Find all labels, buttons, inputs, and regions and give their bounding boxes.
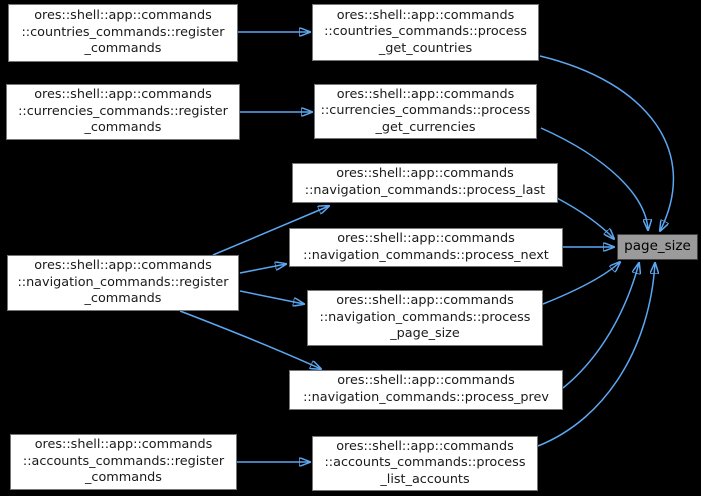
edge-nav-register-to-process-next [239,264,286,274]
edge-process-last-to-page-size [556,197,614,239]
node-navigation-register-commands[interactable]: ores::shell::app::commands ::navigation_… [7,255,239,311]
node-label-line: ores::shell::app::commands [337,373,515,389]
node-label-line: _commands [84,120,162,136]
node-currencies-process-get-currencies[interactable]: ores::shell::app::commands ::currencies_… [314,84,537,139]
edge-nav-register-to-process-prev [179,310,321,369]
node-label-line: ::currencies_commands::register [18,103,228,119]
node-accounts-register-commands[interactable]: ores::shell::app::commands ::accounts_co… [10,434,237,490]
node-label-line: ores::shell::app::commands [336,166,514,182]
edge-nav-register-to-process-page-size [239,290,304,304]
node-countries-register-commands[interactable]: ores::shell::app::commands ::countries_c… [8,4,238,62]
node-label-line: ores::shell::app::commands [336,438,514,454]
node-navigation-process-last[interactable]: ores::shell::app::commands ::navigation_… [292,163,558,203]
node-label-line: page_size [624,238,691,255]
node-navigation-process-page-size[interactable]: ores::shell::app::commands ::navigation_… [307,290,543,346]
node-page-size-focus: page_size [617,234,698,260]
node-label-line: _page_size [390,326,460,342]
node-label-line: ores::shell::app::commands [336,7,515,23]
node-label-line: ::accounts_commands::register [22,453,225,469]
node-label-line: _list_accounts [380,471,470,487]
node-label-line: ::countries_commands::register [21,24,225,40]
edge-process-prev-to-page-size [562,263,639,389]
node-label-line: ::countries_commands::process [324,24,527,40]
node-label-line: _commands [84,291,162,307]
node-label-line: ores::shell::app::commands [34,437,213,453]
node-label-line: ::navigation_commands::process_last [304,183,546,198]
node-label-line: ores::shell::app::commands [337,230,515,246]
edge-process-page-size-to-page-size [542,262,620,305]
node-label-line: ::navigation_commands::register [17,274,229,290]
node-navigation-process-prev[interactable]: ores::shell::app::commands ::navigation_… [289,370,563,410]
node-label-line: ::accounts_commands::process [324,455,526,471]
node-label-line: ::navigation_commands::process [319,309,531,325]
node-currencies-register-commands[interactable]: ores::shell::app::commands ::currencies_… [6,84,240,140]
edge-process-list-accounts-to-page-size [537,263,655,447]
node-label-line: ores::shell::app::commands [34,8,212,24]
node-label-line: _get_countries [378,40,473,56]
node-label-line: ::navigation_commands::process_prev [303,390,549,405]
node-navigation-process-next[interactable]: ores::shell::app::commands ::navigation_… [289,228,563,267]
node-label-line: ores::shell::app::commands [34,87,212,103]
node-label-line: _commands [85,470,162,486]
node-label-line: ::navigation_commands::process_next [303,247,549,263]
edge-process-get-currencies-to-page-size [540,127,648,230]
node-label-line: ::currencies_commands::process [320,103,531,119]
node-label-line: ores::shell::app::commands [336,293,514,309]
edge-nav-register-to-process-last [212,206,329,256]
edge-process-get-countries-to-page-size [539,55,675,231]
node-countries-process-get-countries[interactable]: ores::shell::app::commands ::countries_c… [312,4,539,61]
node-label-line: _commands [84,41,162,57]
node-label-line: _get_currencies [375,119,476,135]
node-accounts-process-list-accounts[interactable]: ores::shell::app::commands ::accounts_co… [312,436,538,491]
node-label-line: ores::shell::app::commands [34,258,212,274]
node-label-line: ores::shell::app::commands [336,86,515,102]
